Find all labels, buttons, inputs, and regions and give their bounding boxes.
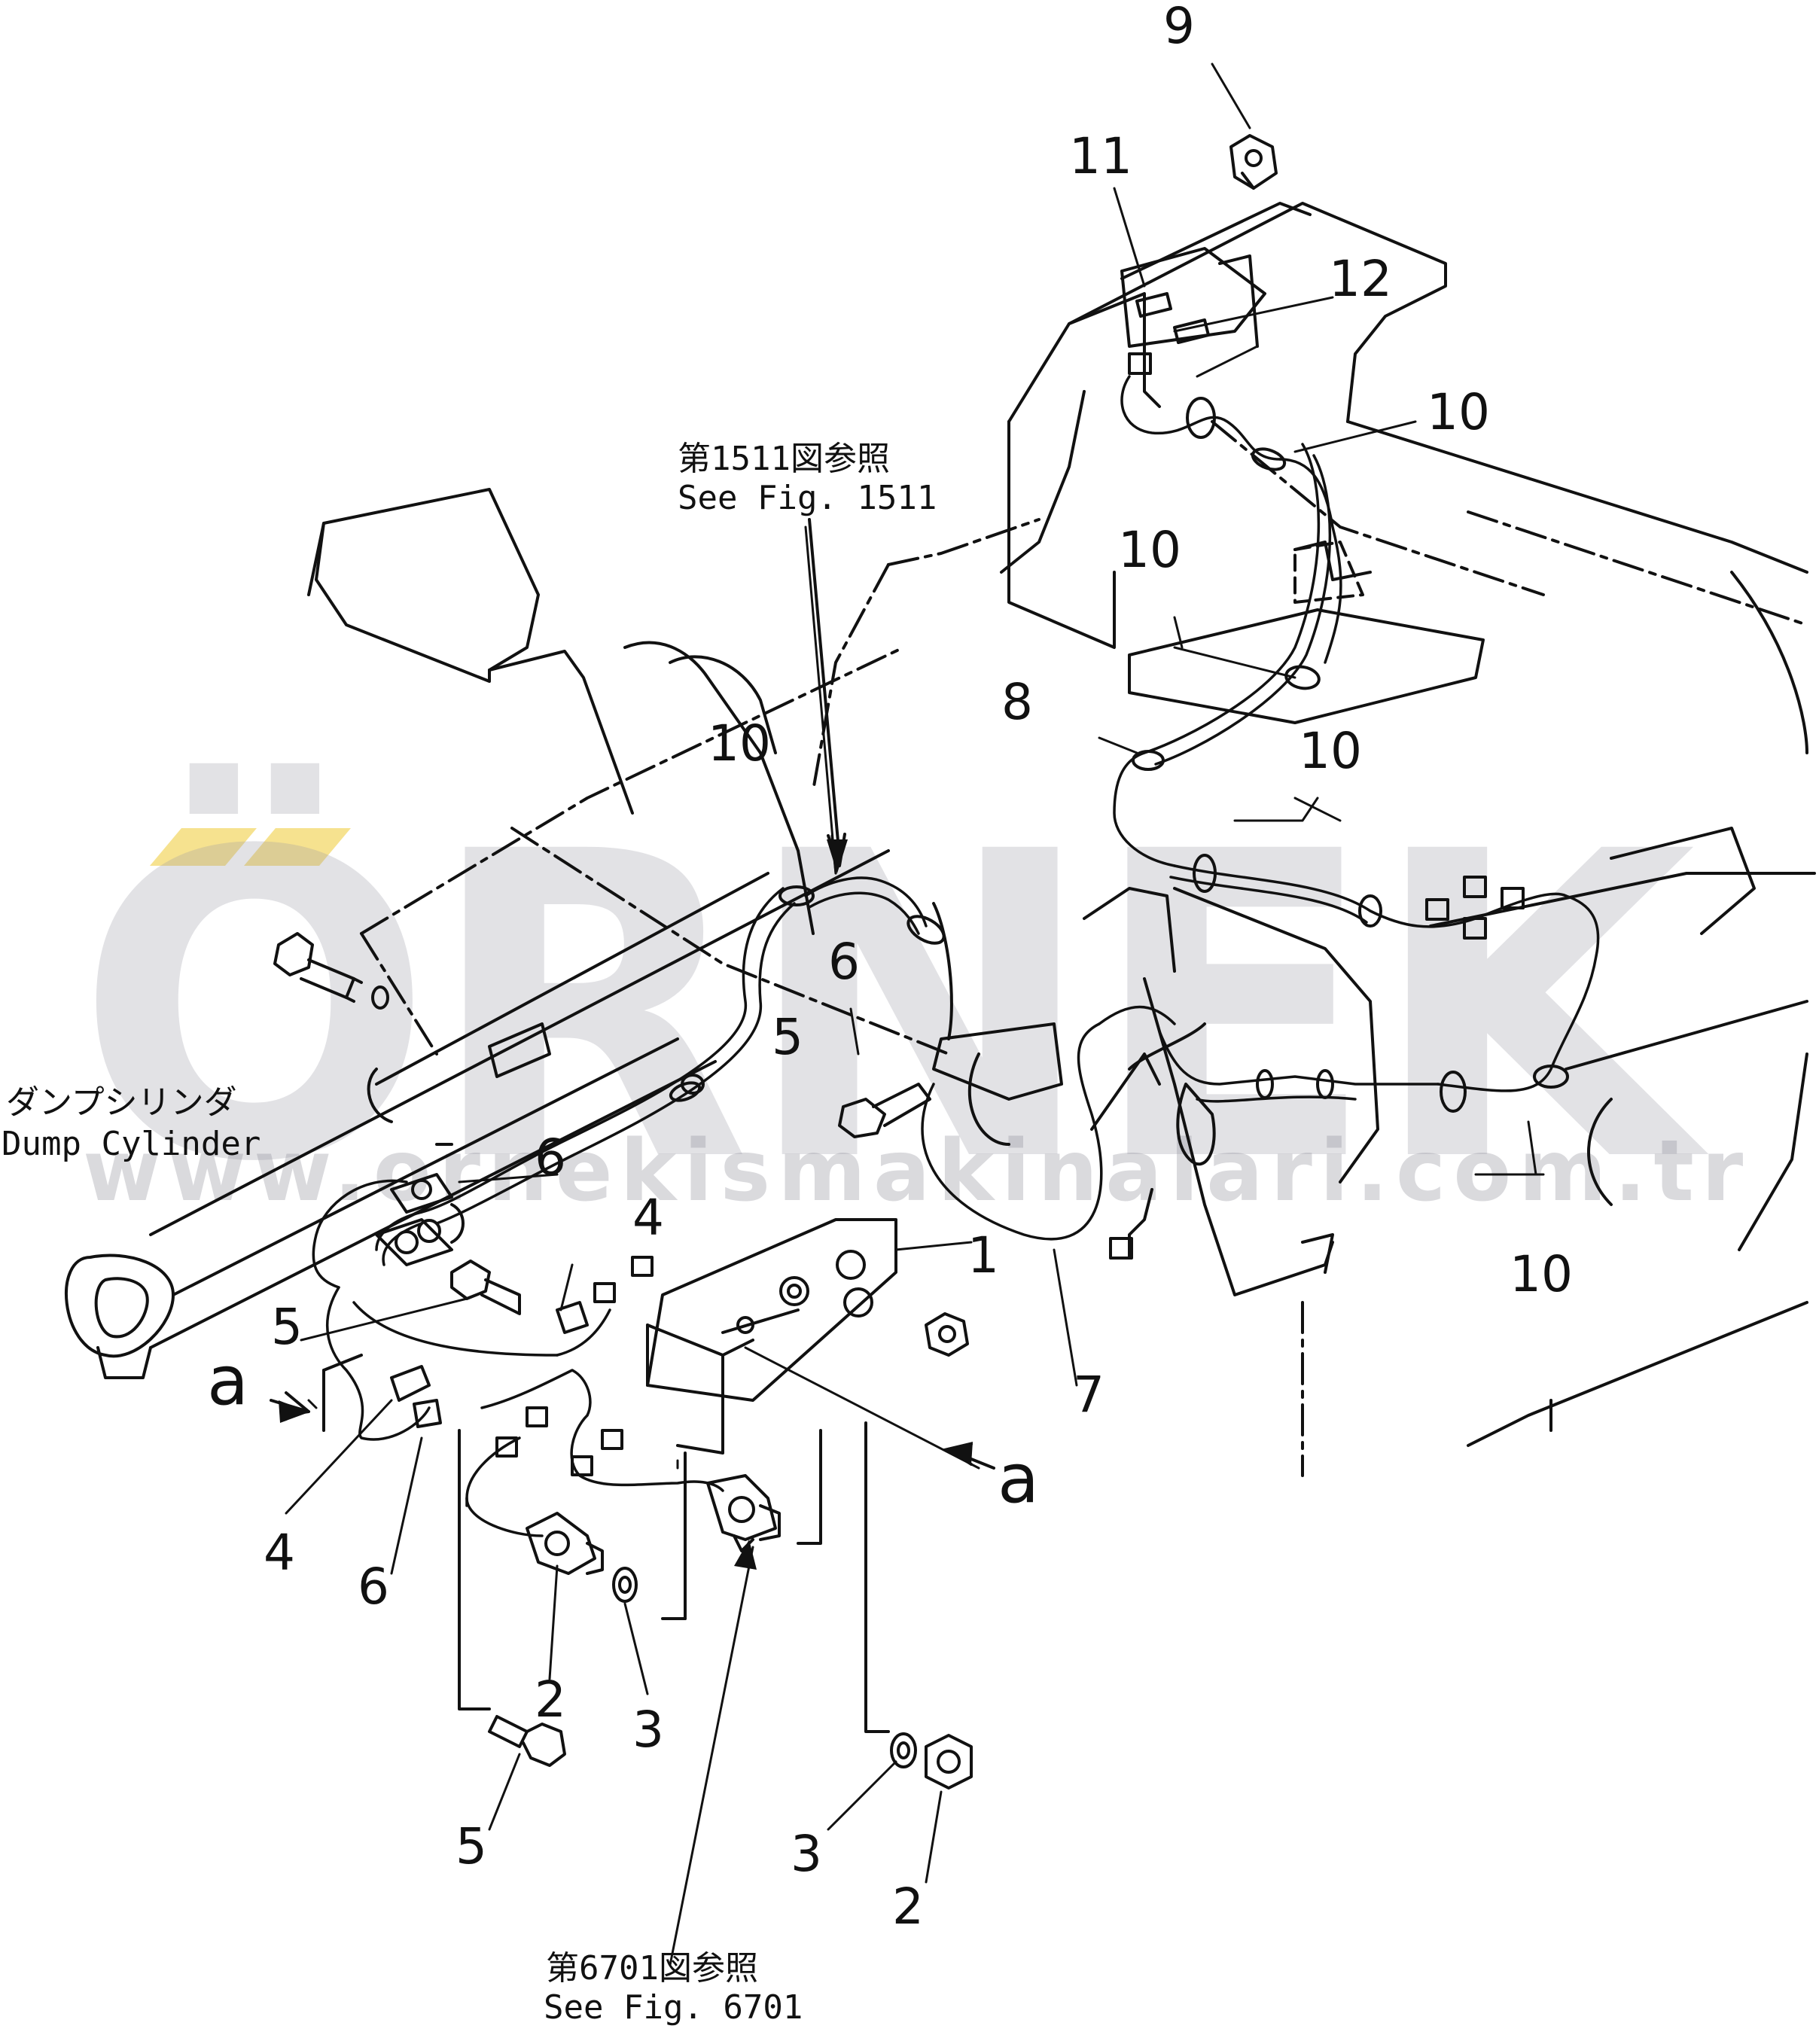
callout-5-top: 5 (772, 1008, 803, 1066)
callout-6-top: 6 (828, 933, 860, 991)
harness-clamps (669, 397, 1569, 1113)
arrow-heads (279, 839, 973, 1570)
connectors (495, 352, 1525, 1476)
leader-lines (285, 62, 1545, 1966)
callout-3-right: 3 (791, 1825, 822, 1883)
callout-6-mid: 6 (535, 1129, 566, 1186)
callout-10-shelf: 10 (1299, 722, 1362, 780)
dump-cylinder-label-jp: ダンプシリンダ (6, 1083, 237, 1122)
callout-3-left: 3 (632, 1701, 664, 1759)
callout-4-mid: 4 (632, 1189, 664, 1247)
callout-12: 12 (1329, 250, 1392, 308)
ref-note-top-jp: 第1511図参照 (678, 440, 890, 478)
small-parts (390, 134, 1278, 1790)
ref-note-bottom-en: See Fig. 6701 (544, 1988, 803, 2027)
terminal-block (375, 1173, 465, 1266)
callout-10-tower: 10 (1118, 521, 1181, 579)
callout-2-left: 2 (535, 1671, 566, 1729)
ref-note-top-en: See Fig. 1511 (678, 479, 937, 517)
callout-2-right: 2 (892, 1878, 924, 1936)
dump-cylinder-label-en: Dump Cylinder (2, 1125, 261, 1163)
bolts (273, 932, 931, 1767)
callout-5-bottom: 5 (456, 1817, 487, 1875)
callout-10-left: 10 (708, 714, 771, 772)
callout-10-right: 10 (1510, 1245, 1573, 1303)
section-mark-a-left: a (207, 1342, 249, 1421)
callout-1: 1 (967, 1226, 999, 1284)
callout-10-upper: 10 (1427, 383, 1490, 441)
chassis-outline (149, 202, 1816, 1477)
callout-4-low: 4 (264, 1524, 295, 1582)
callout-7: 7 (1073, 1366, 1105, 1424)
wire-harness (312, 375, 1600, 1537)
callout-5-left: 5 (271, 1298, 303, 1356)
bracket-plate (646, 1218, 897, 1455)
callout-6-low: 6 (358, 1558, 389, 1616)
watermark-brand: ÖRNEK (75, 763, 1696, 1254)
section-mark-a-right: a (998, 1439, 1040, 1519)
arrows (270, 518, 995, 1552)
callout-9: 9 (1163, 0, 1195, 55)
callout-8: 8 (1001, 673, 1033, 731)
ref-note-bottom-jp: 第6701図参照 (546, 1949, 758, 1988)
callout-11: 11 (1069, 127, 1132, 185)
section-frame (322, 1354, 890, 1733)
